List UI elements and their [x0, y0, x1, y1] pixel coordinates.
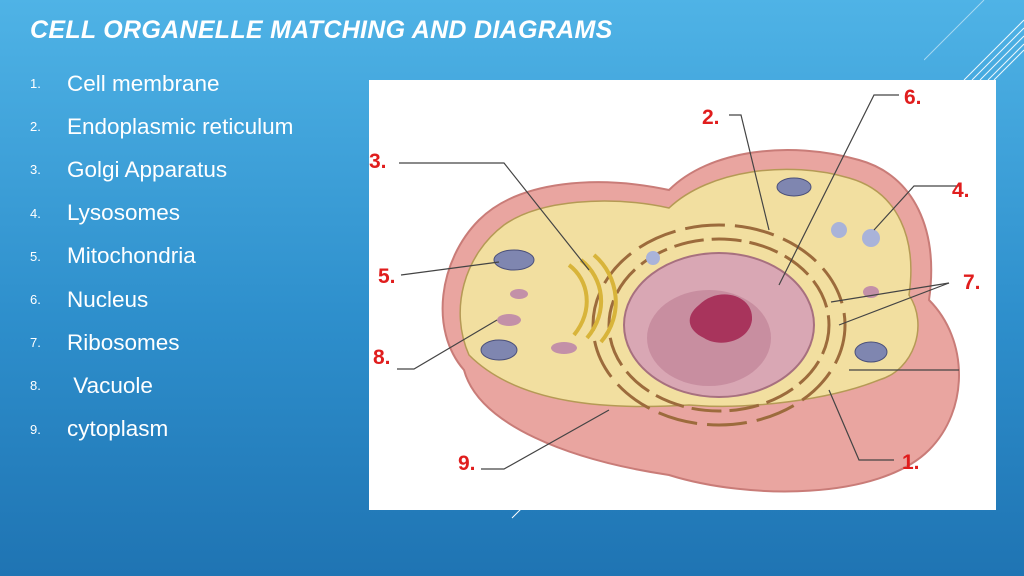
item-label: cytoplasm — [67, 416, 169, 442]
diagram-label-2: 2. — [702, 106, 720, 129]
item-number: 9. — [30, 421, 41, 437]
list-item: 4. Lysosomes — [30, 192, 293, 235]
item-label: Nucleus — [67, 286, 149, 312]
item-label: Endoplasmic reticulum — [67, 113, 294, 139]
mitochondrion-shape — [493, 249, 535, 271]
item-number: 7. — [30, 335, 41, 351]
mitochondrion-shape — [854, 341, 888, 363]
leader-line-9 — [481, 409, 610, 470]
corner-tick-decoration — [511, 507, 523, 519]
item-label: Vacuole — [67, 372, 153, 398]
diagram-label-7: 7. — [963, 271, 981, 294]
diagram-label-9: 9. — [458, 452, 476, 475]
lysosome-shape — [862, 229, 880, 247]
diagram-label-6: 6. — [904, 86, 922, 109]
nucleolus-shape — [689, 294, 753, 343]
item-label: Cell membrane — [67, 70, 220, 96]
slide-title: CELL ORGANELLE MATCHING AND DIAGRAMS — [30, 16, 613, 44]
diagram-label-8: 8. — [373, 346, 391, 369]
item-label: Golgi Apparatus — [67, 156, 228, 182]
leader-line-8 — [397, 319, 498, 370]
list-item: 3. Golgi Apparatus — [30, 148, 293, 191]
golgi-shape — [592, 253, 618, 344]
cell-diagram-panel: 1. 2. 3. 4. 5. 6. 7. 8. 9. — [369, 80, 996, 510]
list-item: 9. cytoplasm — [30, 408, 293, 451]
golgi-shape — [567, 263, 589, 337]
vacuole-shape — [551, 342, 577, 354]
list-item: 6. Nucleus — [30, 278, 293, 321]
corner-stripes-decoration — [924, 0, 1024, 80]
list-item: 2. Endoplasmic reticulum — [30, 105, 293, 148]
leader-line-7b — [838, 282, 950, 326]
list-item: 5. Mitochondria — [30, 235, 293, 278]
diagram-label-3: 3. — [369, 150, 387, 173]
item-number: 4. — [30, 205, 41, 221]
diagram-label-5: 5. — [378, 265, 396, 288]
item-label: Lysosomes — [67, 200, 180, 226]
leader-line-3 — [399, 162, 590, 271]
item-number: 3. — [30, 162, 41, 178]
item-number: 5. — [30, 248, 41, 264]
er-ring — [607, 237, 831, 413]
vacuole-shape — [497, 314, 521, 326]
list-item: 8. Vacuole — [30, 364, 293, 407]
leader-line-2 — [729, 114, 770, 231]
diagram-label-4: 4. — [952, 179, 970, 202]
leader-line-5 — [400, 261, 500, 276]
leader-line-1 — [828, 389, 894, 461]
leader-line-6 — [778, 94, 899, 286]
leader-line-4 — [873, 185, 959, 231]
item-number: 2. — [30, 119, 41, 135]
list-item: 7. Ribosomes — [30, 321, 293, 364]
golgi-shape — [579, 258, 604, 340]
mitochondrion-shape — [480, 339, 518, 361]
lysosome-shape — [646, 251, 660, 265]
item-number: 1. — [30, 76, 41, 92]
organelle-list: 1.Cell membrane 2.Endoplasmic reticulum … — [30, 62, 293, 451]
item-label: Mitochondria — [67, 243, 196, 269]
item-label: Ribosomes — [67, 329, 180, 355]
list-item: 1. Cell membrane — [30, 62, 293, 105]
item-number: 8. — [30, 378, 41, 394]
animal-cell-diagram: 1. 2. 3. 4. 5. 6. 7. 8. 9. — [369, 86, 981, 493]
er-ring — [591, 223, 847, 427]
diagram-label-1: 1. — [902, 451, 920, 474]
lysosome-shape — [831, 222, 847, 238]
mitochondrion-shape — [776, 177, 812, 197]
vacuole-shape — [510, 289, 528, 299]
item-number: 6. — [30, 292, 41, 308]
leader-line-7a — [830, 282, 950, 303]
